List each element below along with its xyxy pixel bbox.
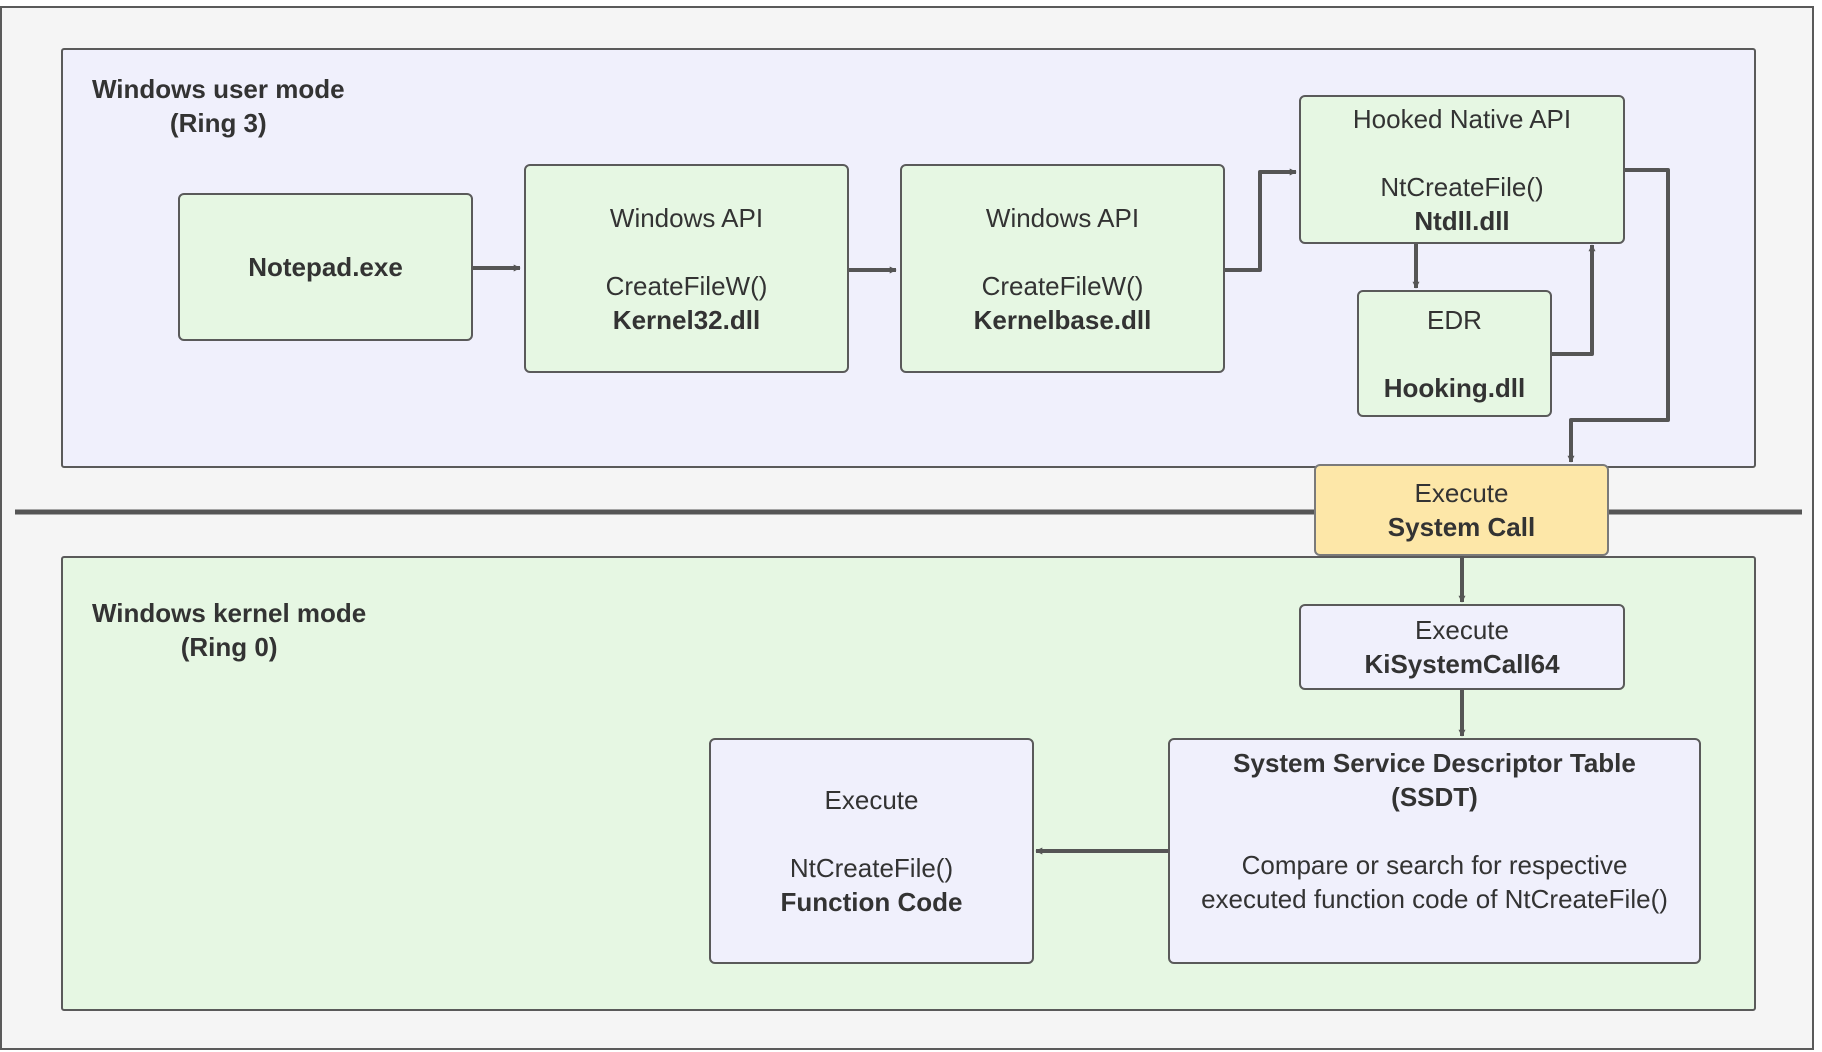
arrow-kernelbase-to-ntdll (1224, 168, 1297, 272)
ssdt-node: System Service Descriptor Table (SSDT) C… (1168, 738, 1701, 964)
ntdll-function: NtCreateFile() (1380, 171, 1544, 202)
syscall-execute-label: Execute (1414, 478, 1509, 508)
ssdt-title: System Service Descriptor Table (1233, 748, 1636, 778)
function-code-function: NtCreateFile() (789, 853, 954, 883)
kernelbase-api-label: Windows API (985, 202, 1140, 233)
notepad-label: Notepad.exe (248, 252, 403, 282)
kernel32-dll: Kernel32.dll (612, 304, 761, 335)
kernel-mode-label: Windows kernel mode (Ring 0) (92, 596, 366, 664)
ssdt-abbreviation: (SSDT) (1391, 782, 1478, 812)
ntdll-node: Hooked Native API NtCreateFile() Ntdll.d… (1299, 95, 1625, 244)
kernelbase-dll: Kernelbase.dll (973, 304, 1152, 335)
arrow-edr-to-ntdll (1551, 244, 1596, 356)
ssdt-description-line1: Compare or search for respective (1241, 850, 1628, 880)
kernelbase-node: Windows API CreateFileW() Kernelbase.dll (900, 164, 1225, 373)
syscall-node: Execute System Call (1314, 464, 1609, 556)
syscall-label: System Call (1387, 512, 1536, 542)
function-code-node: Execute NtCreateFile() Function Code (709, 738, 1034, 964)
arrow-ntdll-to-syscall (1567, 168, 1670, 463)
ntdll-api-label: Hooked Native API (1352, 103, 1572, 134)
user-mode-subtitle: (Ring 3) (169, 108, 267, 138)
kisystemcall-node: Execute KiSystemCall64 (1299, 604, 1625, 690)
kernel32-api-label: Windows API (609, 202, 764, 233)
ntdll-dll: Ntdll.dll (1414, 205, 1510, 236)
kisystemcall-label: KiSystemCall64 (1364, 649, 1560, 679)
function-code-label: Function Code (780, 887, 963, 917)
kernelbase-function: CreateFileW() (981, 270, 1144, 301)
edr-dll: Hooking.dll (1383, 372, 1526, 403)
user-mode-title: Windows user mode (92, 74, 345, 104)
user-mode-label: Windows user mode (Ring 3) (92, 72, 345, 140)
kisystemcall-execute-label: Execute (1415, 615, 1509, 645)
kernel32-node: Windows API CreateFileW() Kernel32.dll (524, 164, 849, 373)
edr-label: EDR (1427, 304, 1482, 335)
kernel-mode-subtitle: (Ring 0) (180, 632, 278, 662)
notepad-node: Notepad.exe (178, 193, 473, 341)
kernel-mode-title: Windows kernel mode (92, 598, 367, 628)
ssdt-description-line2: executed function code of NtCreateFile() (1201, 884, 1668, 914)
kernel32-function: CreateFileW() (605, 270, 768, 301)
edr-node: EDR Hooking.dll (1357, 290, 1552, 417)
function-code-execute-label: Execute (824, 785, 919, 815)
